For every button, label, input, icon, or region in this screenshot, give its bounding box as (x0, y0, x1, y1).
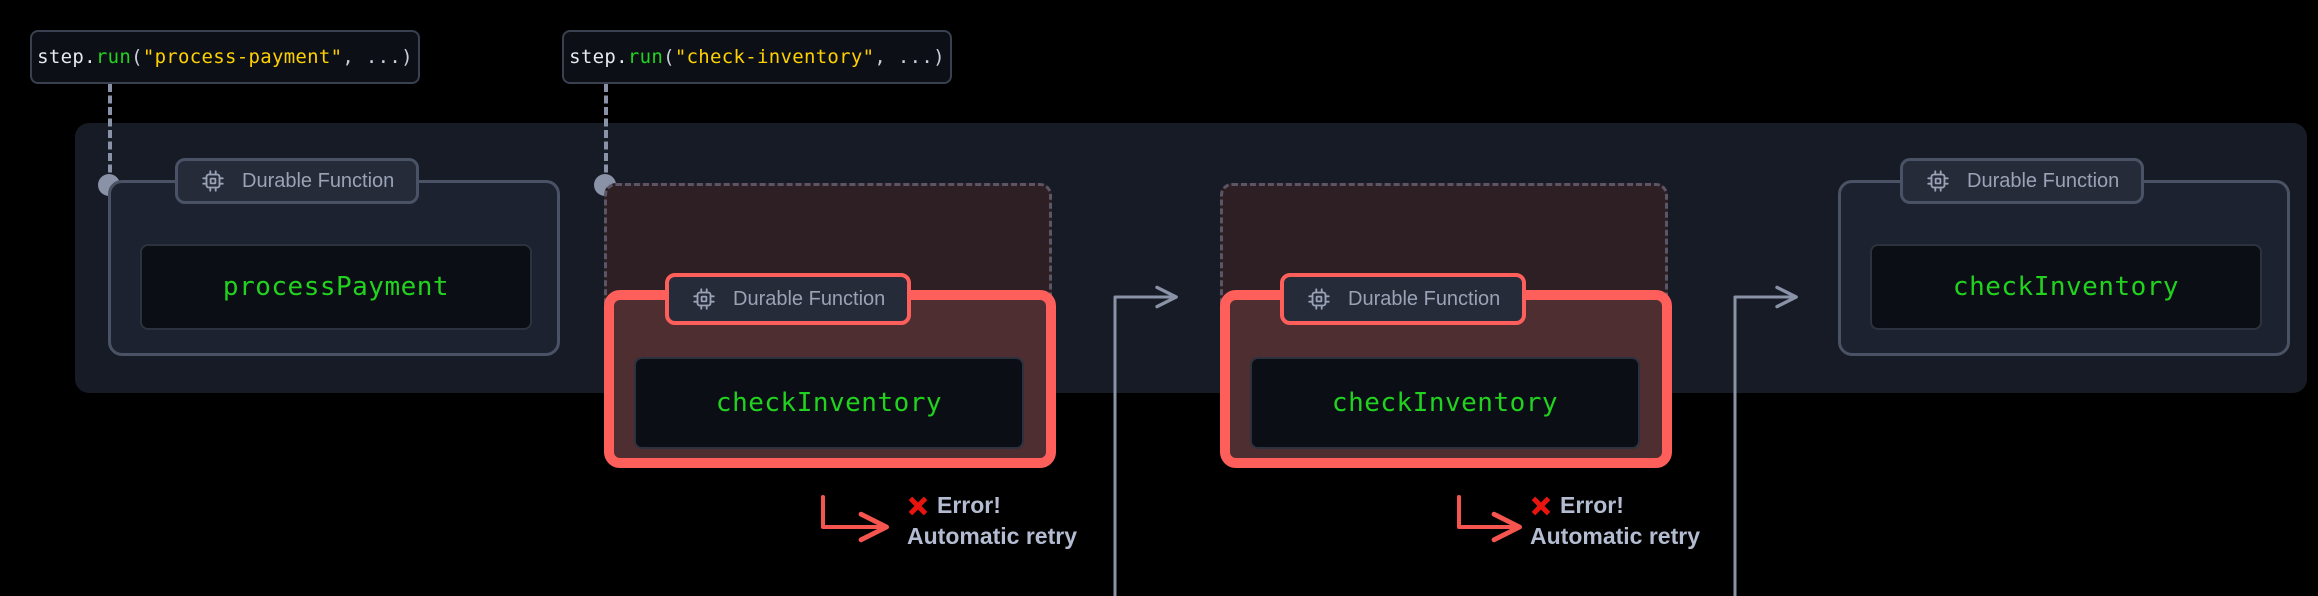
badge-durable-function-2: Durable Function (665, 273, 912, 325)
tooltip-2-arg: "check-inventory" (674, 46, 875, 68)
connector-line-1 (108, 84, 112, 184)
badge-durable-function-1: Durable Function (175, 158, 420, 204)
function-name-check-inventory-3: checkInventory (1952, 272, 2180, 302)
error-x-icon (1531, 496, 1551, 515)
tooltip-1-rest: , ...) (342, 46, 413, 68)
tooltip-2-fn: run (627, 46, 664, 68)
function-name-check-inventory-2: checkInventory (1331, 388, 1559, 418)
tooltip-1-fn: run (95, 46, 132, 68)
badge-label-3: Durable Function (1348, 287, 1501, 310)
chip-icon (693, 288, 715, 310)
error-subtitle-1: Automatic retry (907, 523, 1077, 549)
tooltip-process-payment: step.run("process-payment", ...) (30, 30, 420, 84)
code-box-process-payment: processPayment (140, 244, 532, 330)
chip-icon (1927, 170, 1949, 192)
connector-line-2 (604, 84, 608, 184)
chip-icon (1308, 288, 1330, 310)
code-box-check-inventory-success: checkInventory (1870, 244, 2262, 330)
badge-durable-function-4: Durable Function (1900, 158, 2145, 204)
code-box-check-inventory-attempt-1: checkInventory (634, 357, 1024, 449)
error-title-1: Error! (937, 492, 1001, 518)
error-title-2: Error! (1560, 492, 1624, 518)
function-name-check-inventory-1: checkInventory (715, 388, 943, 418)
badge-label-4: Durable Function (1967, 169, 2120, 192)
function-name-process-payment: processPayment (222, 272, 450, 302)
error-block-attempt-1: Error! Automatic retry (905, 492, 1077, 550)
error-elbow-2 (1457, 495, 1522, 543)
error-block-attempt-2: Error! Automatic retry (1528, 492, 1700, 550)
tooltip-check-inventory: step.run("check-inventory", ...) (562, 30, 952, 84)
badge-label-1: Durable Function (242, 169, 395, 192)
error-x-icon (908, 496, 928, 515)
tooltip-1-arg: "process-payment" (142, 46, 343, 68)
code-box-check-inventory-attempt-2: checkInventory (1250, 357, 1640, 449)
chip-icon (202, 170, 224, 192)
tooltip-1-open: ( (131, 46, 143, 68)
error-subtitle-2: Automatic retry (1530, 523, 1700, 549)
badge-label-2: Durable Function (733, 287, 886, 310)
badge-durable-function-3: Durable Function (1280, 273, 1527, 325)
error-elbow-1 (821, 495, 889, 543)
tooltip-1-prefix: step. (37, 46, 96, 68)
tooltip-2-open: ( (663, 46, 675, 68)
tooltip-2-prefix: step. (569, 46, 628, 68)
tooltip-2-rest: , ...) (874, 46, 945, 68)
